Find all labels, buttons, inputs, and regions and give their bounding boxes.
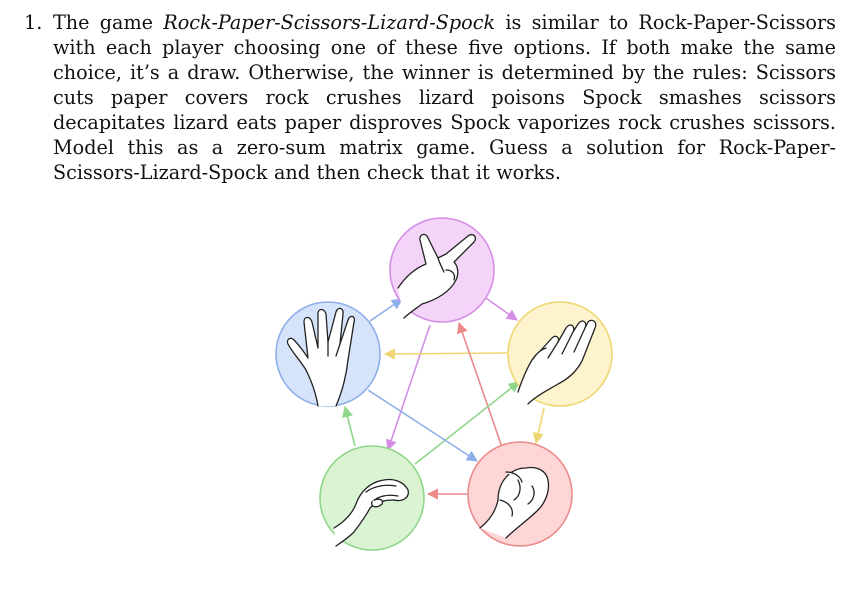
node-scissors — [389, 217, 495, 323]
node-lizard — [319, 445, 425, 551]
problem-1: 1. The game Rock-Paper-Scissors-Lizard-S… — [24, 10, 836, 185]
node-rock — [467, 441, 573, 547]
arrow-scissors-to-lizard — [385, 324, 431, 452]
arrow-spock-to-scissors — [369, 298, 403, 322]
arrow-lizard-to-spock — [342, 405, 356, 447]
arrow-lizard-to-paper — [414, 381, 520, 465]
rock-fist-icon — [479, 466, 550, 539]
arrows — [342, 295, 545, 500]
rpsls-diagram — [275, 217, 613, 551]
problem-number: 1. — [24, 11, 43, 34]
scissors-hand-icon — [397, 233, 477, 319]
arrow-paper-to-rock — [532, 407, 545, 445]
arrow-paper-to-spock — [383, 348, 508, 360]
problem-lead-in: The game — [53, 11, 164, 34]
lizard-hand-icon — [333, 478, 409, 547]
node-paper — [507, 301, 613, 407]
paper-hand-icon — [517, 319, 597, 405]
problem-text: The game Rock-Paper-Scissors-Lizard-Spoc… — [53, 10, 836, 185]
arrow-rock-to-scissors — [457, 321, 504, 451]
problem-body: is similar to Rock-Paper-Scissors with e… — [53, 11, 836, 184]
arrow-spock-to-rock — [367, 389, 478, 462]
arrow-scissors-to-paper — [482, 295, 518, 321]
game-name: Rock-Paper-Scissors-Lizard-Spock — [163, 11, 496, 34]
node-spock — [275, 301, 381, 407]
spock-hand-icon — [286, 307, 356, 407]
